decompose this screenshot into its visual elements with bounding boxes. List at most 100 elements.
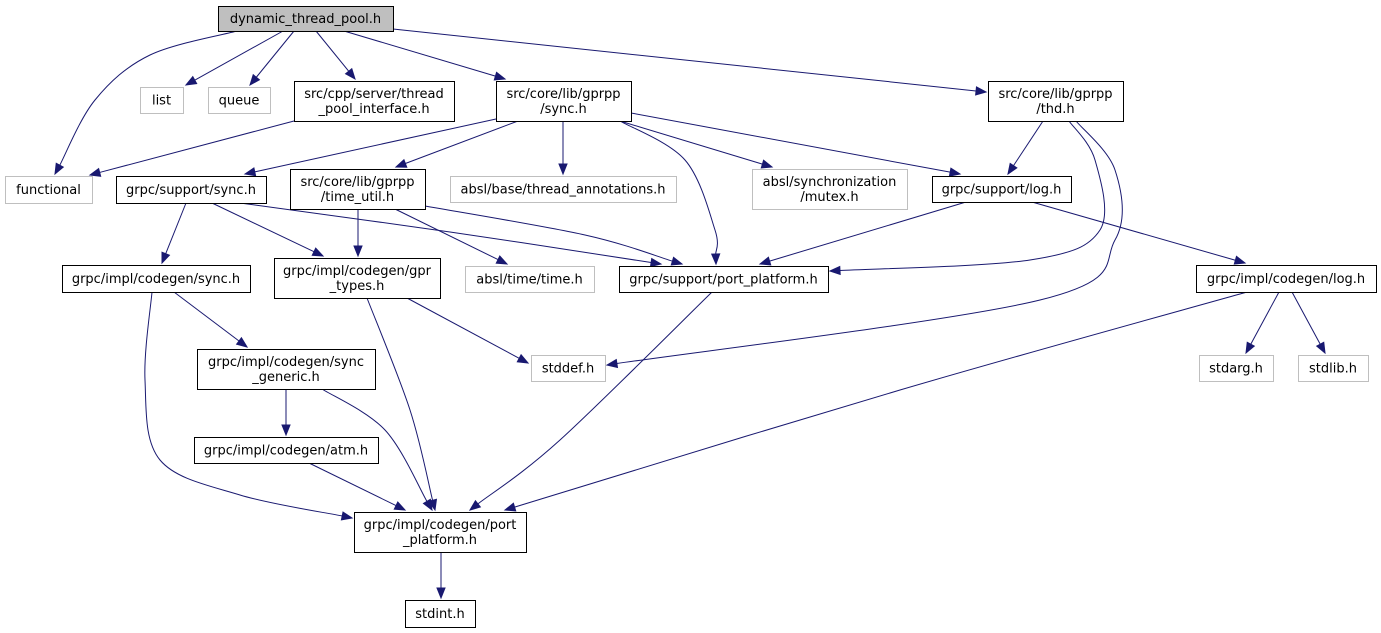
node-label: list (152, 94, 171, 109)
edge-line (59, 30, 238, 166)
arrowhead-icon (710, 253, 721, 266)
node-box (988, 81, 1124, 122)
arrowhead-icon (184, 75, 198, 86)
node-stdlib: stdlib.h (1298, 355, 1369, 382)
node-box (208, 87, 271, 114)
node-label: functional (16, 183, 81, 198)
edge-gsync-to-timeutil (394, 120, 519, 168)
node-box (290, 169, 426, 210)
node-label: stdlib.h (1309, 362, 1357, 377)
node-label: stdint.h (415, 607, 464, 622)
edge-line (1291, 291, 1321, 345)
node-csync[interactable]: grpc/impl/codegen/sync.h (62, 265, 251, 293)
node-functional: functional (5, 176, 93, 204)
edge-slog-to-sport (758, 201, 967, 266)
node-box (531, 355, 606, 382)
node-label: grpc/impl/codegen/sync (208, 355, 364, 370)
edge-line (366, 297, 434, 501)
arrowhead-icon (649, 257, 663, 268)
arrowhead-icon (495, 255, 509, 265)
edge-line (315, 30, 350, 72)
arrowhead-icon (468, 499, 482, 511)
edge-gprtypes-to-stddef (406, 297, 530, 364)
edge-gsync-to-slog (630, 112, 962, 177)
node-timeutil[interactable]: src/core/lib/gprpp/time_util.h (290, 169, 426, 210)
node-syncgen[interactable]: grpc/impl/codegen/sync_generic.h (197, 349, 376, 390)
node-thd[interactable]: src/core/lib/gprpp/thd.h (988, 81, 1124, 122)
node-box (1196, 265, 1377, 293)
arrowhead-icon (503, 502, 517, 512)
node-box (752, 169, 908, 210)
edge-line (619, 120, 763, 165)
edge-csync-to-cport (144, 291, 354, 521)
node-box (354, 512, 527, 553)
edge-line (392, 28, 977, 92)
node-label: /mutex.h (800, 190, 858, 205)
edge-tpi-to-functional (88, 120, 295, 177)
edge-root-to-functional (54, 30, 238, 176)
node-box (197, 349, 376, 390)
edge-sport-to-cport (468, 291, 713, 511)
node-gsync[interactable]: src/core/lib/gprpp/sync.h (496, 81, 632, 122)
arrowhead-icon (340, 511, 354, 521)
node-slog[interactable]: grpc/support/log.h (932, 176, 1072, 203)
arrowhead-icon (975, 86, 988, 96)
node-label: grpc/support/port_platform.h (629, 273, 817, 288)
arrowhead-icon (344, 67, 356, 81)
edge-line (255, 30, 295, 78)
node-box (1298, 355, 1369, 382)
arrowhead-icon (422, 498, 433, 512)
edge-line (254, 118, 497, 173)
node-atm[interactable]: grpc/impl/codegen/atm.h (194, 437, 379, 464)
edge-clog-to-cport (503, 291, 1248, 512)
node-label: _pool_interface.h (317, 102, 429, 117)
node-label: _platform.h (402, 533, 477, 548)
node-label: _generic.h (251, 370, 319, 385)
node-stdint[interactable]: stdint.h (405, 600, 476, 628)
edge-gsync-to-mutex (619, 120, 774, 169)
edge-csync-to-syncgen (173, 291, 249, 348)
node-ssync[interactable]: grpc/support/sync.h (116, 176, 267, 204)
edge-ssync-to-gprtypes (211, 202, 325, 257)
edge-line (211, 202, 315, 253)
edge-clog-to-stdarg (1245, 291, 1280, 355)
edge-syncgen-to-cport (321, 388, 433, 512)
edge-root-to-tpi (315, 30, 356, 81)
node-label: stdarg.h (1209, 362, 1263, 377)
edge-root-to-queue (249, 30, 295, 87)
edge-line (144, 291, 343, 517)
node-clog[interactable]: grpc/impl/codegen/log.h (1196, 265, 1377, 293)
node-abtime: absl/time/time.h (465, 266, 595, 293)
arrowhead-icon (516, 353, 530, 364)
node-gprtypes[interactable]: grpc/impl/codegen/gpr_types.h (274, 258, 441, 299)
edge-line (477, 291, 713, 505)
node-root[interactable]: dynamic_thread_pool.h (218, 6, 394, 32)
node-cport[interactable]: grpc/impl/codegen/port_platform.h (354, 512, 527, 553)
node-label: absl/synchronization (763, 175, 897, 190)
arrowhead-icon (54, 162, 65, 176)
arrowhead-icon (1007, 162, 1018, 176)
edge-thd-to-stddef (605, 120, 1123, 369)
node-label: /thd.h (1036, 102, 1074, 117)
node-box (5, 176, 93, 204)
node-label: grpc/impl/codegen/sync.h (72, 272, 240, 287)
node-box (619, 266, 829, 293)
node-box (932, 176, 1072, 203)
node-box (465, 266, 595, 293)
node-box (62, 265, 251, 293)
node-label: grpc/support/sync.h (126, 183, 256, 198)
edge-line (514, 291, 1248, 508)
node-tpi[interactable]: src/cpp/server/thread_pool_interface.h (294, 81, 455, 122)
arrowhead-icon (243, 167, 257, 177)
node-sport[interactable]: grpc/support/port_platform.h (619, 266, 829, 293)
edge-root-to-thd (392, 28, 988, 96)
edge-line (321, 388, 428, 502)
edge-root-to-gsync (343, 30, 507, 81)
node-label: grpc/support/log.h (942, 183, 1062, 198)
edge-root-to-list (184, 30, 284, 86)
arrowhead-icon (760, 159, 774, 169)
node-label: queue (219, 94, 260, 109)
node-label: absl/base/thread_annotations.h (461, 183, 666, 198)
arrowhead-icon (758, 256, 772, 266)
node-box (294, 81, 455, 122)
